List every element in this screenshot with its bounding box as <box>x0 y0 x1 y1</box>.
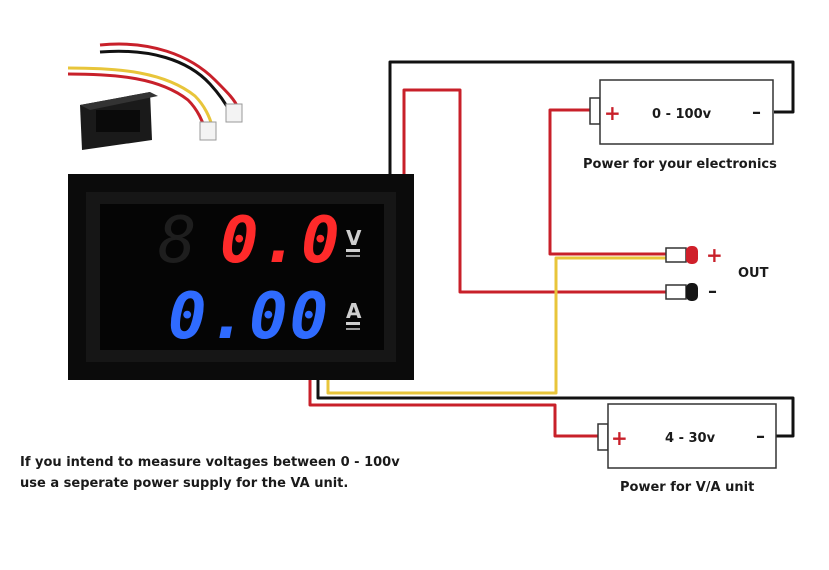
wire-yellow <box>326 256 666 395</box>
wire-red-bottom <box>308 378 598 438</box>
wire-black-top <box>388 60 795 175</box>
wire-black-bottom <box>316 378 795 438</box>
note-line-1: If you intend to measure voltages betwee… <box>20 455 400 470</box>
battery-top-minus: – <box>752 102 761 123</box>
battery-top-label: 0 - 100v <box>652 107 712 122</box>
battery-top-caption: Power for your electronics <box>583 157 777 172</box>
battery-top: + 0 - 100v – <box>589 79 774 145</box>
battery-bottom-caption: Power for V/A unit <box>620 480 754 495</box>
output-plus: + <box>706 243 723 267</box>
note-line-2: use a seperate power supply for the VA u… <box>20 476 349 491</box>
output-label: OUT <box>738 266 769 281</box>
wires <box>308 60 795 438</box>
ghost-digit: 8 <box>158 204 197 278</box>
current-reading: 0.00 <box>168 280 330 354</box>
voltage-unit-label: V <box>346 226 362 250</box>
current-unit-label: A <box>346 299 362 323</box>
battery-bottom-plus: + <box>611 426 628 450</box>
measurement-note: If you intend to measure voltages betwee… <box>20 452 400 494</box>
battery-bottom: + 4 - 30v – <box>597 403 777 469</box>
wire-red-supply <box>548 108 666 256</box>
battery-bottom-label: 4 - 30v <box>665 431 716 446</box>
output-terminals: + OUT – <box>665 243 769 302</box>
output-minus: – <box>708 281 717 302</box>
voltage-unit-bar <box>346 249 360 252</box>
battery-bottom-minus: – <box>756 426 765 447</box>
current-unit-bar <box>346 322 360 325</box>
volt-amp-meter: 8 0.0 0.00 V A <box>68 174 414 380</box>
wire-red-sense <box>402 88 666 294</box>
voltage-reading: 0.0 <box>220 204 342 278</box>
module-photo <box>67 42 243 150</box>
battery-top-plus: + <box>604 101 621 125</box>
